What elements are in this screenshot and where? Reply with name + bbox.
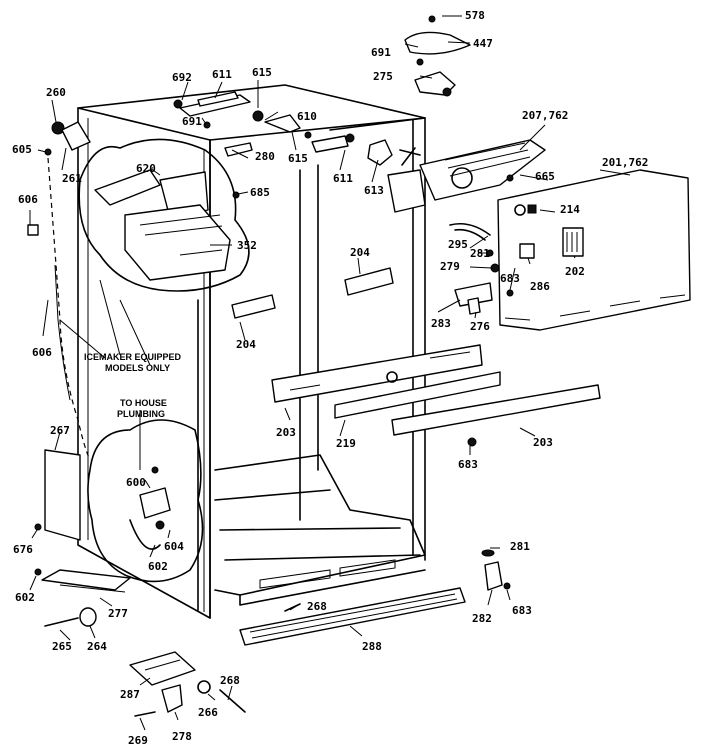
part-label: 260 xyxy=(46,86,66,99)
part-label: 691 xyxy=(182,115,202,128)
part-label: 600 xyxy=(126,476,146,489)
part-label: 204 xyxy=(350,246,370,259)
part-label: 283 xyxy=(431,317,451,330)
control-panel-board xyxy=(449,169,691,331)
water-line xyxy=(47,157,91,461)
part-label: 269 xyxy=(128,734,148,747)
part-label: 447 xyxy=(473,37,493,50)
part-label: 352 xyxy=(237,239,257,252)
part-label: 683 xyxy=(500,272,520,285)
part-label: 266 xyxy=(198,706,218,719)
part-label: 606 xyxy=(32,346,52,359)
icemaker-parts xyxy=(27,121,240,281)
part-label: 286 xyxy=(530,280,550,293)
part-label: 201,762 xyxy=(602,156,648,169)
part-label: 578 xyxy=(465,9,485,22)
part-label: 604 xyxy=(164,540,184,553)
part-label: 611 xyxy=(333,172,353,185)
note-plumbing-line1: TO HOUSE xyxy=(120,398,167,408)
icemaker-zone-outline xyxy=(78,138,250,292)
part-label: 605 xyxy=(12,143,32,156)
part-label: 610 xyxy=(297,110,317,123)
plumbing-zone-outline xyxy=(87,419,204,583)
part-label: 606 xyxy=(18,193,38,206)
part-label: 278 xyxy=(172,730,192,743)
part-label: 611 xyxy=(212,68,232,81)
shelf-rails xyxy=(231,267,601,447)
part-label: 615 xyxy=(288,152,308,165)
part-label: 665 xyxy=(535,170,555,183)
cabinet-shell xyxy=(77,84,426,619)
part-label: 264 xyxy=(87,640,107,653)
part-label: 288 xyxy=(362,640,382,653)
part-label: 691 xyxy=(371,46,391,59)
part-label: 615 xyxy=(252,66,272,79)
note-plumbing-line2: PLUMBING xyxy=(117,409,165,419)
part-label: 202 xyxy=(565,265,585,278)
part-label: 676 xyxy=(13,543,33,556)
part-label: 613 xyxy=(364,184,384,197)
part-label: 692 xyxy=(172,71,192,84)
part-label: 683 xyxy=(458,458,478,471)
part-label: 268 xyxy=(220,674,240,687)
part-label: 685 xyxy=(250,186,270,199)
lower-front-parts xyxy=(34,549,511,717)
part-label: 203 xyxy=(533,436,553,449)
part-label: 267 xyxy=(50,424,70,437)
top-hinge xyxy=(404,15,471,97)
part-label: 602 xyxy=(148,560,168,573)
part-label: 261 xyxy=(62,172,82,185)
control-housing-parts xyxy=(173,91,355,157)
part-label: 287 xyxy=(120,688,140,701)
water-valve-parts xyxy=(34,449,171,550)
part-label: 268 xyxy=(307,600,327,613)
part-label: 203 xyxy=(276,426,296,439)
note-icemaker-line1: ICEMAKER EQUIPPED xyxy=(84,352,182,362)
part-labels: 578 447 691 275 692 611 615 691 610 207,… xyxy=(12,9,648,747)
part-label: 683 xyxy=(512,604,532,617)
note-icemaker-line2: MODELS ONLY xyxy=(105,363,170,373)
part-label: 295 xyxy=(448,238,468,251)
part-label: 281 xyxy=(510,540,530,553)
part-label: 280 xyxy=(255,150,275,163)
part-label: 620 xyxy=(136,162,156,175)
part-label: 207,762 xyxy=(522,109,568,122)
part-label: 204 xyxy=(236,338,256,351)
part-label: 281 xyxy=(470,247,490,260)
part-label: 275 xyxy=(373,70,393,83)
leader-lines xyxy=(29,15,631,731)
part-label: 276 xyxy=(470,320,490,333)
part-label: 265 xyxy=(52,640,72,653)
part-label: 282 xyxy=(472,612,492,625)
part-label: 602 xyxy=(15,591,35,604)
part-label: 219 xyxy=(336,437,356,450)
evaporator-fan-assembly xyxy=(367,139,546,213)
part-label: 279 xyxy=(440,260,460,273)
part-label: 214 xyxy=(560,203,580,216)
part-label: 277 xyxy=(108,607,128,620)
